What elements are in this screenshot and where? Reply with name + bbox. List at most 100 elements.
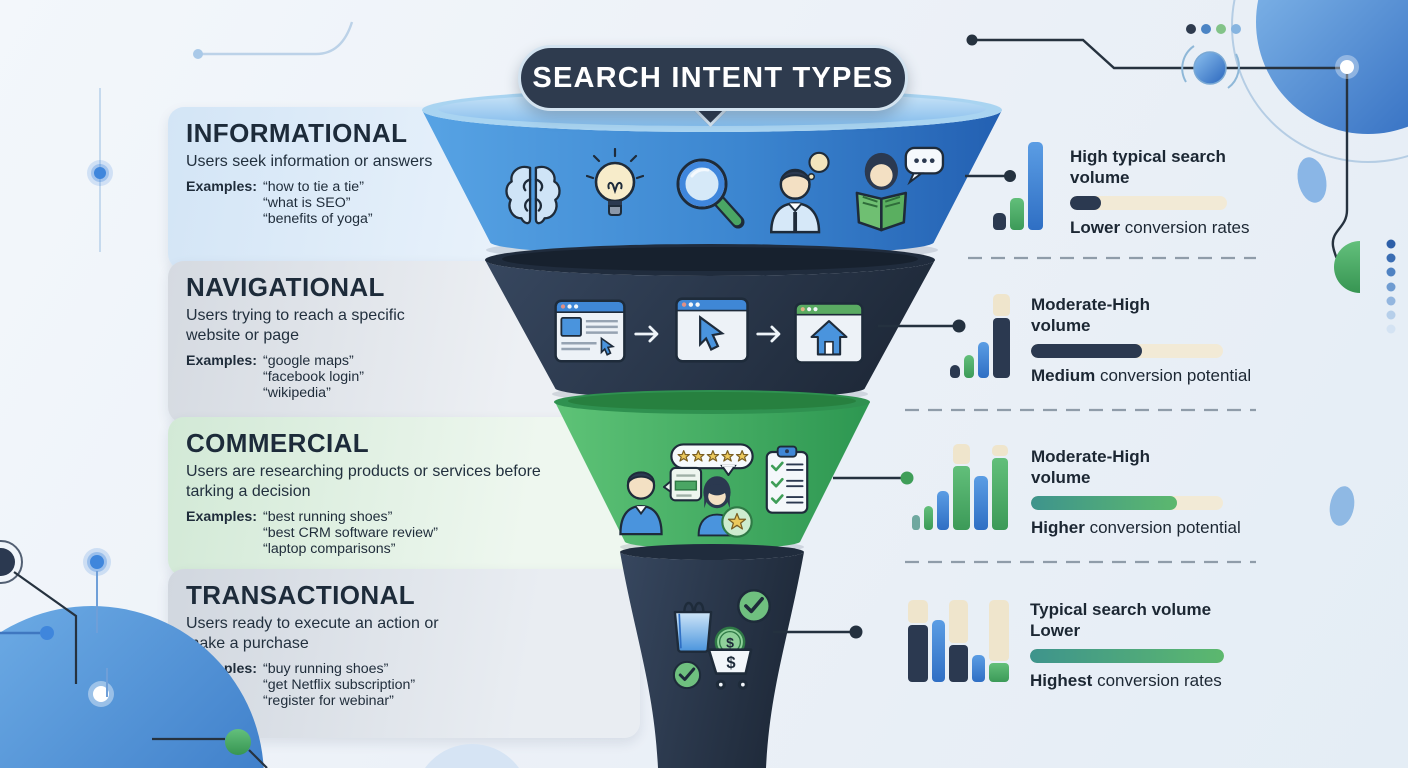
shopping-cart-icon: $ [704,646,756,697]
card-title: TRANSACTIONAL [186,580,416,610]
stats-transactional: Typical search volume Lower Highest conv… [1030,599,1250,691]
conversion-text: Lower conversion rates [1070,218,1270,238]
volume-text: High typical search [1070,147,1226,166]
svg-text:$: $ [726,653,735,672]
conversion-rest: conversion rates [1120,218,1250,237]
conversion-progress-bar [1031,496,1223,510]
card-description: Users seek information or answers [186,153,433,170]
brain-icon [502,158,564,239]
search-volume-mini-chart [950,294,1010,378]
browser-cursor-icon [674,297,750,368]
conversion-level: Highest [1030,671,1093,690]
examples-block: Examples: “best running shoes” “best CRM… [186,509,624,557]
volume-text: Lower [1030,621,1081,640]
title-badge: SEARCH INTENT TYPES [518,45,908,111]
example-item: “benefits of yoga” [262,210,373,227]
connectors [773,174,1006,634]
conversion-rest: conversion potential [1095,366,1252,385]
card-description: Users are researching products or servic… [186,463,541,500]
volume-text: Moderate-High [1031,447,1150,466]
decor-ellipse [1329,486,1355,526]
magnifying-glass-icon [672,154,746,237]
volume-text: volume [1031,316,1091,335]
browser-home-icon [794,302,864,369]
decor-ring [1231,0,1408,163]
decor-circle-top-right [1256,0,1408,134]
examples-block: Examples: “buy running shoes” “get Netfl… [186,661,624,709]
examples-label: Examples: [186,509,257,525]
examples-block: Examples: “how to tie a tie” “what is SE… [186,179,616,227]
thinking-person-icon [762,148,834,239]
arrow-right-icon [756,324,786,349]
card-transactional: TRANSACTIONAL Users ready to execute an … [168,569,640,738]
card-title: NAVIGATIONAL [186,272,385,302]
search-volume-mini-chart [993,142,1043,230]
volume-text: volume [1031,468,1091,487]
example-item: “wikipedia” [262,384,331,401]
decor-ellipse [1297,157,1327,203]
conversion-text: Higher conversion potential [1031,518,1251,538]
conversion-progress-bar [1031,344,1223,358]
conversion-level: Lower [1070,218,1121,237]
conversion-text: Medium conversion potential [1031,366,1251,386]
volume-text: Typical search volume [1030,600,1212,619]
conversion-progress-bar [1070,196,1227,210]
conversion-progress-fill [1031,344,1143,358]
examples-list: “buy running shoes” “get Netflix subscri… [262,661,416,709]
example-item: “register for webinar” [262,692,394,709]
volume-text: Moderate-High [1031,295,1150,314]
conversion-level: Medium [1031,366,1096,385]
page-title: SEARCH INTENT TYPES [532,61,894,94]
example-item: “facebook login” [262,368,364,385]
arrow-right-icon [634,324,664,349]
conversion-progress-bar [1030,649,1224,663]
search-volume-mini-chart [908,600,1009,682]
card-title: COMMERCIAL [186,428,370,458]
card-description: Users ready to execute an action or make… [186,615,439,652]
example-item: “laptop comparisons” [262,540,396,557]
stats-commercial: Moderate-High volume Higher conversion p… [1031,446,1251,538]
decor-circuit-bottom-left [13,571,78,684]
card-description: Users trying to reach a specific website… [186,307,405,344]
examples-list: “google maps” “facebook login” “wikipedi… [262,353,364,401]
example-item: “get Netflix subscription” [262,676,416,693]
example-item: “how to tie a tie” [262,179,364,195]
check-circle-icon [672,660,702,695]
volume-text: volume [1070,168,1130,187]
reading-person-icon [848,146,946,239]
conversion-text: Highest conversion rates [1030,671,1250,691]
example-item: “google maps” [262,353,354,369]
card-commercial: COMMERCIAL Users are researching product… [168,417,640,576]
checklist-clipboard-icon [760,445,814,520]
conversion-level: Higher [1031,518,1085,537]
example-item: “best CRM software review” [262,524,439,541]
decor-dot-row [1186,24,1241,34]
decor-circle [425,744,519,768]
star-badge-icon [720,505,754,544]
example-item: “best running shoes” [262,509,393,525]
decor-node [1193,51,1227,85]
browser-window-icon [554,299,626,368]
conversion-rest: conversion potential [1084,518,1241,537]
decor-semicircle-green [1334,241,1360,293]
check-circle-icon [736,588,772,629]
customer-icon [616,450,666,541]
example-item: “what is SEO” [262,194,351,211]
conversion-progress-fill [1030,649,1224,663]
examples-list: “how to tie a tie” “what is SEO” “benefi… [262,179,373,227]
card-title: INFORMATIONAL [186,118,408,148]
examples-label: Examples: [186,661,257,677]
example-item: “buy running shoes” [262,661,389,677]
speech-bubble-icon [904,146,945,186]
examples-label: Examples: [186,179,257,195]
conversion-rest: conversion rates [1092,671,1222,690]
lightbulb-icon [585,147,645,237]
conversion-progress-fill [1070,196,1102,210]
examples-block: Examples: “google maps” “facebook login”… [186,353,616,401]
search-volume-mini-chart [912,444,1008,530]
examples-list: “best running shoes” “best CRM software … [262,509,439,557]
decor-line [202,21,354,56]
stats-navigational: Moderate-High volume Medium conversion p… [1031,294,1251,386]
decor-dot-column [1386,239,1396,334]
